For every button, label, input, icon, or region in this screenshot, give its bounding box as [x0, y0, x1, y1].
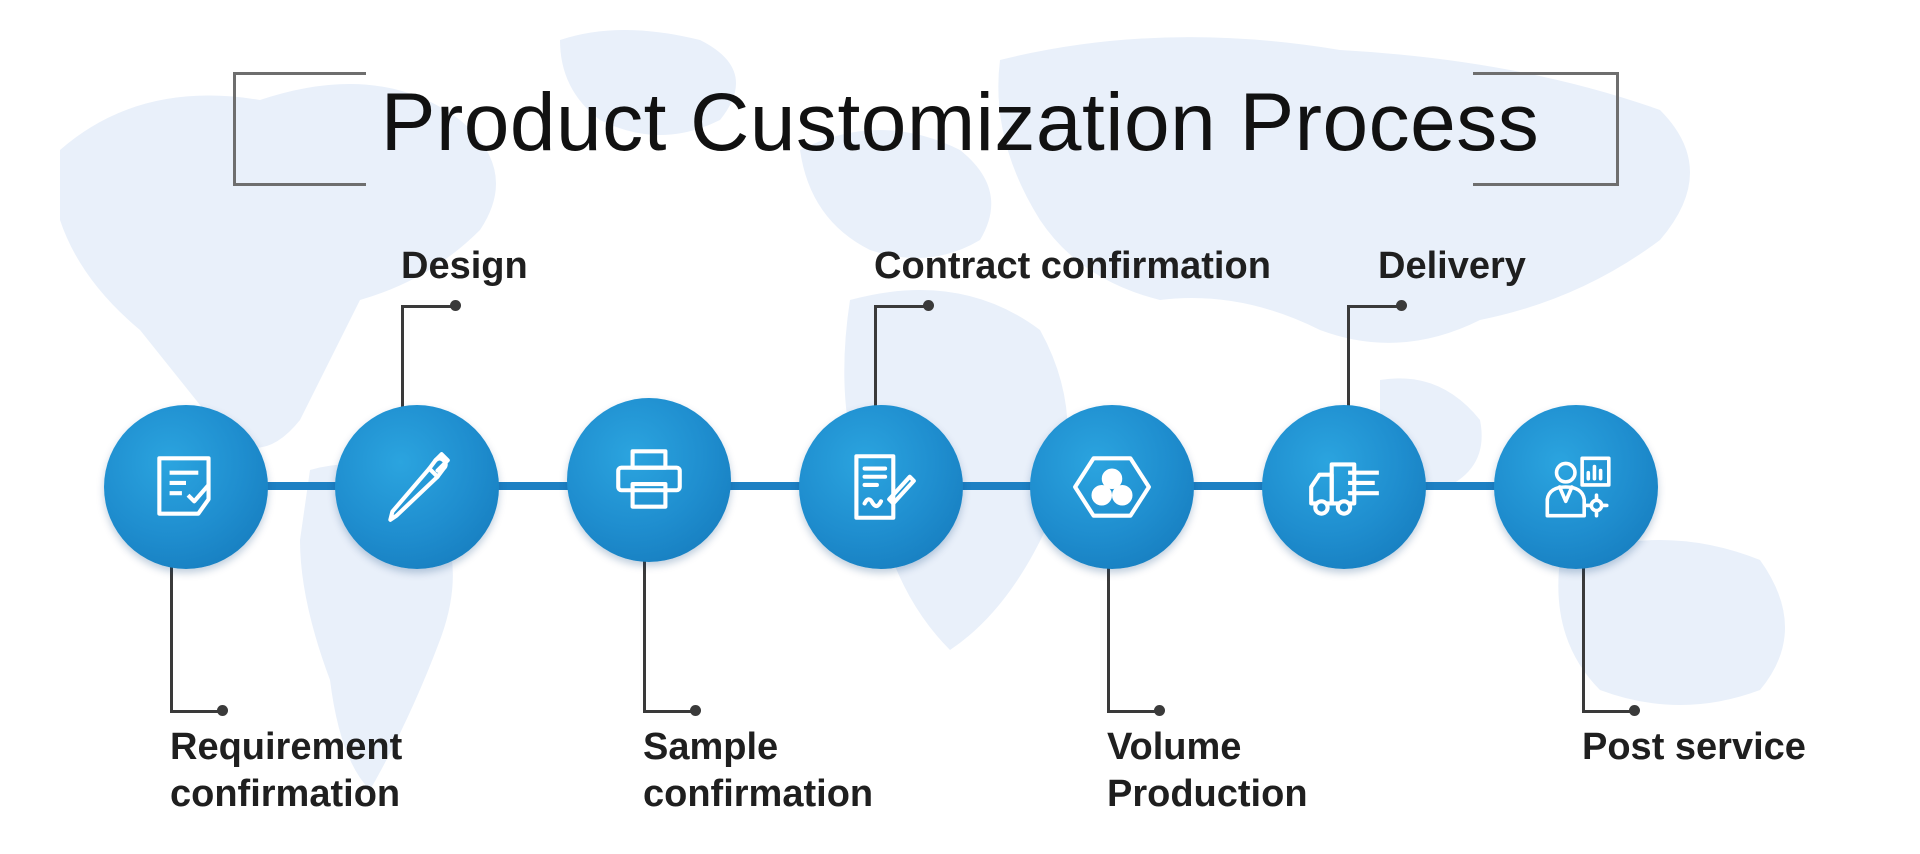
contract-icon — [854, 454, 916, 520]
connector-dot-1 — [217, 705, 228, 716]
step-node-1 — [104, 405, 268, 569]
step-node-3 — [567, 398, 731, 562]
step-label-7-line1: Post service — [1582, 726, 1806, 768]
connector-6 — [1347, 305, 1404, 412]
step-label-3-line1: Sample — [643, 726, 779, 768]
step-label-6: Delivery — [1378, 243, 1526, 290]
truck-icon — [1309, 462, 1379, 516]
step-label-2: Design — [401, 243, 528, 290]
title-block: Product Customization Process — [0, 0, 1920, 200]
connector-dot-6 — [1396, 300, 1407, 311]
production-icon — [1073, 456, 1151, 518]
step-label-4: Contract confirmation — [874, 243, 1271, 290]
connector-dot-4 — [923, 300, 934, 311]
connector-2 — [401, 305, 458, 412]
connector-5 — [1107, 560, 1162, 713]
connector-4 — [874, 305, 931, 412]
service-person-icon — [1545, 456, 1611, 518]
step-label-5-line1: Volume — [1107, 726, 1242, 768]
connector-1 — [170, 560, 225, 713]
step-node-6 — [1262, 405, 1426, 569]
step-label-3-line2: confirmation — [643, 773, 874, 815]
title-bracket-left — [233, 72, 366, 186]
step-node-2 — [335, 405, 499, 569]
connector-7 — [1582, 560, 1637, 713]
step-label-1-line1: Requirement — [170, 726, 403, 768]
document-icon — [157, 456, 211, 516]
step-node-7 — [1494, 405, 1658, 569]
step-label-3: Sample confirmation — [643, 724, 873, 818]
connector-dot-3 — [690, 705, 701, 716]
step-label-1: Requirement confirmation — [170, 724, 402, 818]
step-node-4 — [799, 405, 963, 569]
connector-3 — [643, 560, 698, 713]
step-label-1-line2: confirmation — [170, 773, 401, 815]
step-node-5 — [1030, 405, 1194, 569]
step-label-2-line1: Design — [401, 245, 528, 287]
step-label-7: Post service — [1582, 724, 1806, 771]
pen-icon — [388, 452, 450, 522]
connector-dot-5 — [1154, 705, 1165, 716]
step-label-5: Volume Production — [1107, 724, 1308, 818]
connector-dot-7 — [1629, 705, 1640, 716]
step-label-4-line1: Contract confirmation — [874, 245, 1271, 287]
page-title: Product Customization Process — [380, 77, 1540, 168]
printer-icon — [616, 449, 682, 509]
step-label-6-line1: Delivery — [1378, 245, 1526, 287]
title-bracket-right — [1473, 72, 1619, 186]
connector-dot-2 — [450, 300, 461, 311]
step-label-5-line2: Production — [1107, 773, 1308, 815]
